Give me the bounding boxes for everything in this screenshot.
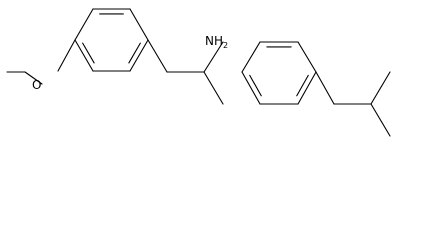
methoxyphenyl-ring-bond-4 (74, 39, 94, 72)
amine-subscript: 2 (223, 41, 228, 50)
isobutylphenyl-ring-bond-3 (297, 71, 317, 105)
isobutylphenyl-ring-double-bond-3 (296, 74, 309, 97)
bond-lines (6, 8, 391, 137)
isobutylphenyl-ring-bond-0 (241, 41, 261, 73)
benzylic-bond (147, 39, 168, 73)
isobutyl-bond-3 (370, 71, 391, 105)
methoxyphenyl-ring-bond-2 (129, 39, 149, 72)
oxygen-methyl-bond (24, 71, 43, 85)
isobutylphenyl-ring-double-bond-5 (249, 74, 262, 97)
isobutylphenyl-ring-bond-2 (297, 41, 317, 73)
aryl-oxygen-bond (57, 39, 76, 72)
isobutyl-bond-4 (370, 103, 391, 137)
isobutyl-bond-1 (315, 71, 335, 105)
aryl-link-bond (203, 71, 224, 105)
isobutylphenyl-ring-bond-5 (241, 71, 261, 105)
amine-symbol: NH (205, 34, 223, 48)
methoxyphenyl-ring-bond-1 (129, 8, 149, 41)
methoxyphenyl-ring-double-bond-4 (82, 42, 95, 64)
amine-carbon-bond (203, 41, 224, 73)
chemical-structure: NH2 O (6, 8, 391, 137)
amine-label: NH2 (205, 34, 228, 50)
methoxyphenyl-ring-bond-5 (74, 8, 94, 41)
methoxyphenyl-ring-double-bond-2 (128, 42, 141, 64)
oxygen-label: O (32, 78, 41, 92)
